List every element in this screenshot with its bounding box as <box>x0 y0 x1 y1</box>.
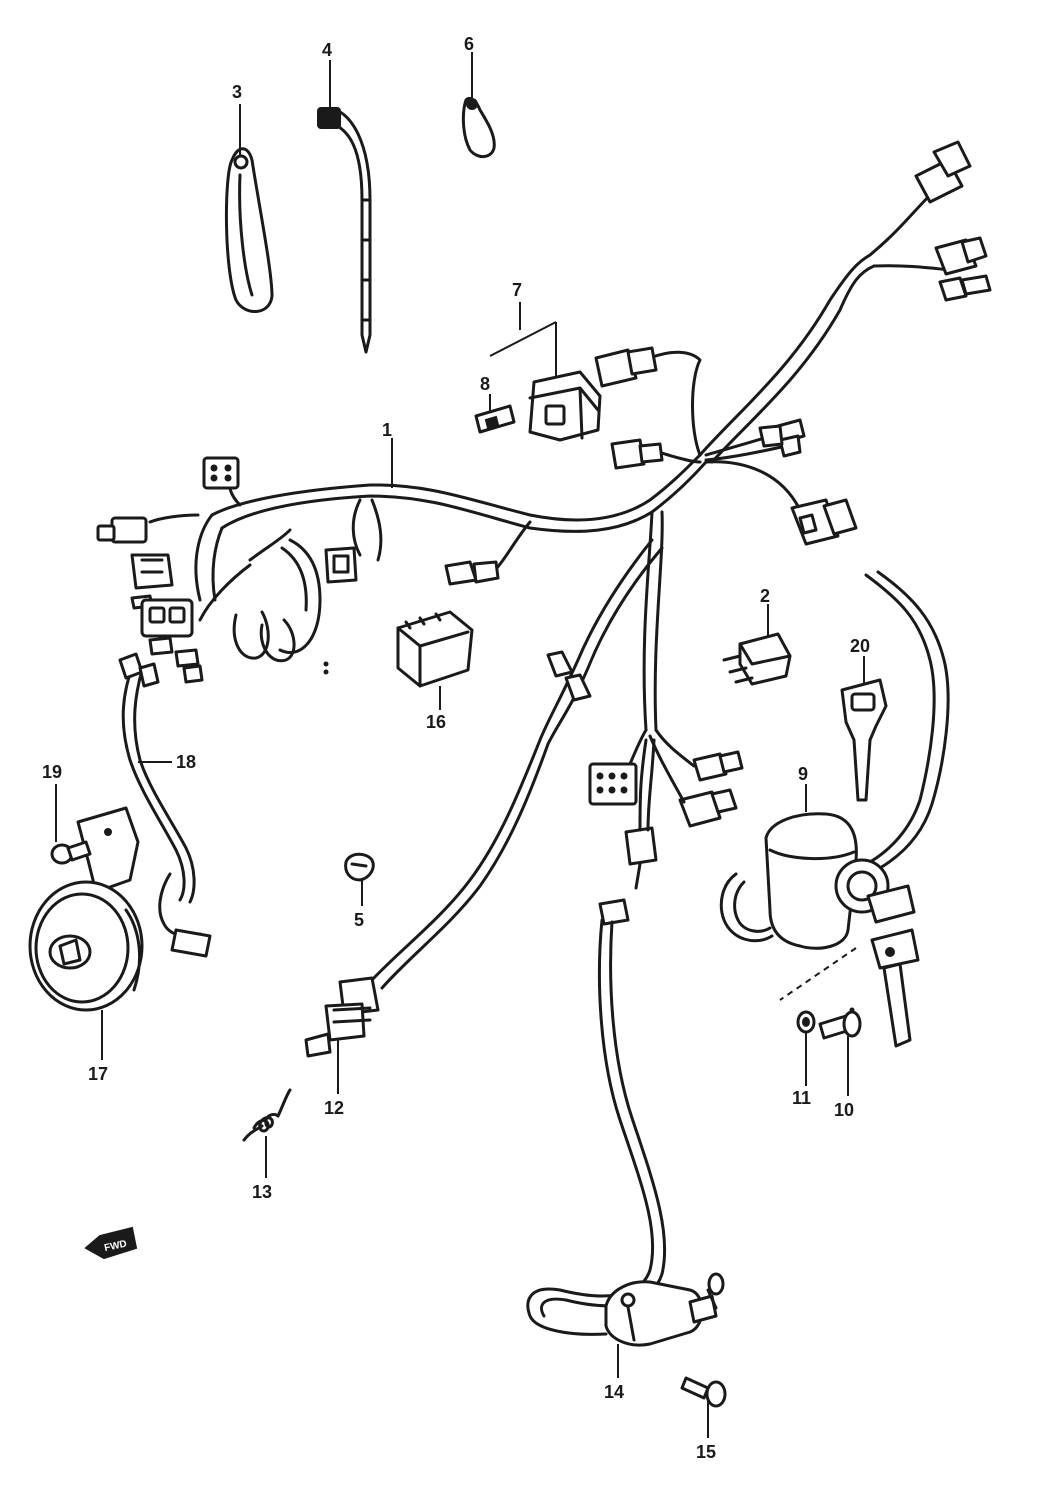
part-12-brake-switch <box>304 738 550 1058</box>
callout-20: 20 <box>850 636 870 656</box>
callout-5: 5 <box>354 910 364 930</box>
callout-11: 11 <box>792 1088 811 1108</box>
front-arrow-label: FWD <box>103 1239 128 1254</box>
part-5-grommet <box>344 852 375 882</box>
part-1-main-wiring-harness <box>148 188 952 746</box>
callout-10: 10 <box>834 1100 854 1120</box>
callout-9: 9 <box>798 764 808 784</box>
callout-17: 17 <box>88 1064 108 1084</box>
leader-lines <box>55 52 865 1438</box>
part-19-bolt <box>50 840 92 865</box>
part-17-horn <box>28 806 144 1012</box>
part-6-clamp <box>461 96 496 158</box>
callout-16: 16 <box>426 712 446 732</box>
callout-12: 12 <box>324 1098 344 1118</box>
part-15-screw <box>680 1376 727 1408</box>
stray-dots <box>323 661 855 1013</box>
part-11-washer <box>796 1010 816 1034</box>
callout-13: 13 <box>252 1182 272 1202</box>
callout-6: 6 <box>464 34 474 54</box>
part-13-spring <box>242 1088 292 1142</box>
part-3-clamp-strap <box>224 147 274 313</box>
part-14-neutral-switch <box>526 862 725 1347</box>
part-8-fuse <box>474 404 516 434</box>
callout-3: 3 <box>232 82 242 102</box>
callout-15: 15 <box>696 1442 716 1462</box>
part-4-cable-tie <box>317 107 372 354</box>
part-20-key <box>840 678 888 802</box>
part-9-ignition-switch <box>719 570 950 1048</box>
harness-connectors <box>96 140 992 866</box>
part-16-relay-box <box>396 610 474 688</box>
callout-2: 2 <box>760 586 770 606</box>
front-direction-arrow: FWD <box>84 1226 138 1260</box>
part-18-horn-lead-wire <box>118 652 212 958</box>
callout-labels: 1 2 3 4 5 6 7 8 9 10 11 12 13 14 15 16 1… <box>42 34 870 1462</box>
callout-19: 19 <box>42 762 62 782</box>
callout-1: 1 <box>382 420 392 440</box>
part-10-bolt <box>818 1010 862 1040</box>
callout-8: 8 <box>480 374 490 394</box>
callout-18: 18 <box>176 752 196 772</box>
callout-4: 4 <box>322 40 332 60</box>
part-7-relay <box>528 370 602 442</box>
callout-14: 14 <box>604 1382 624 1402</box>
part-2-small-relay <box>722 632 792 686</box>
callout-7: 7 <box>512 280 522 300</box>
